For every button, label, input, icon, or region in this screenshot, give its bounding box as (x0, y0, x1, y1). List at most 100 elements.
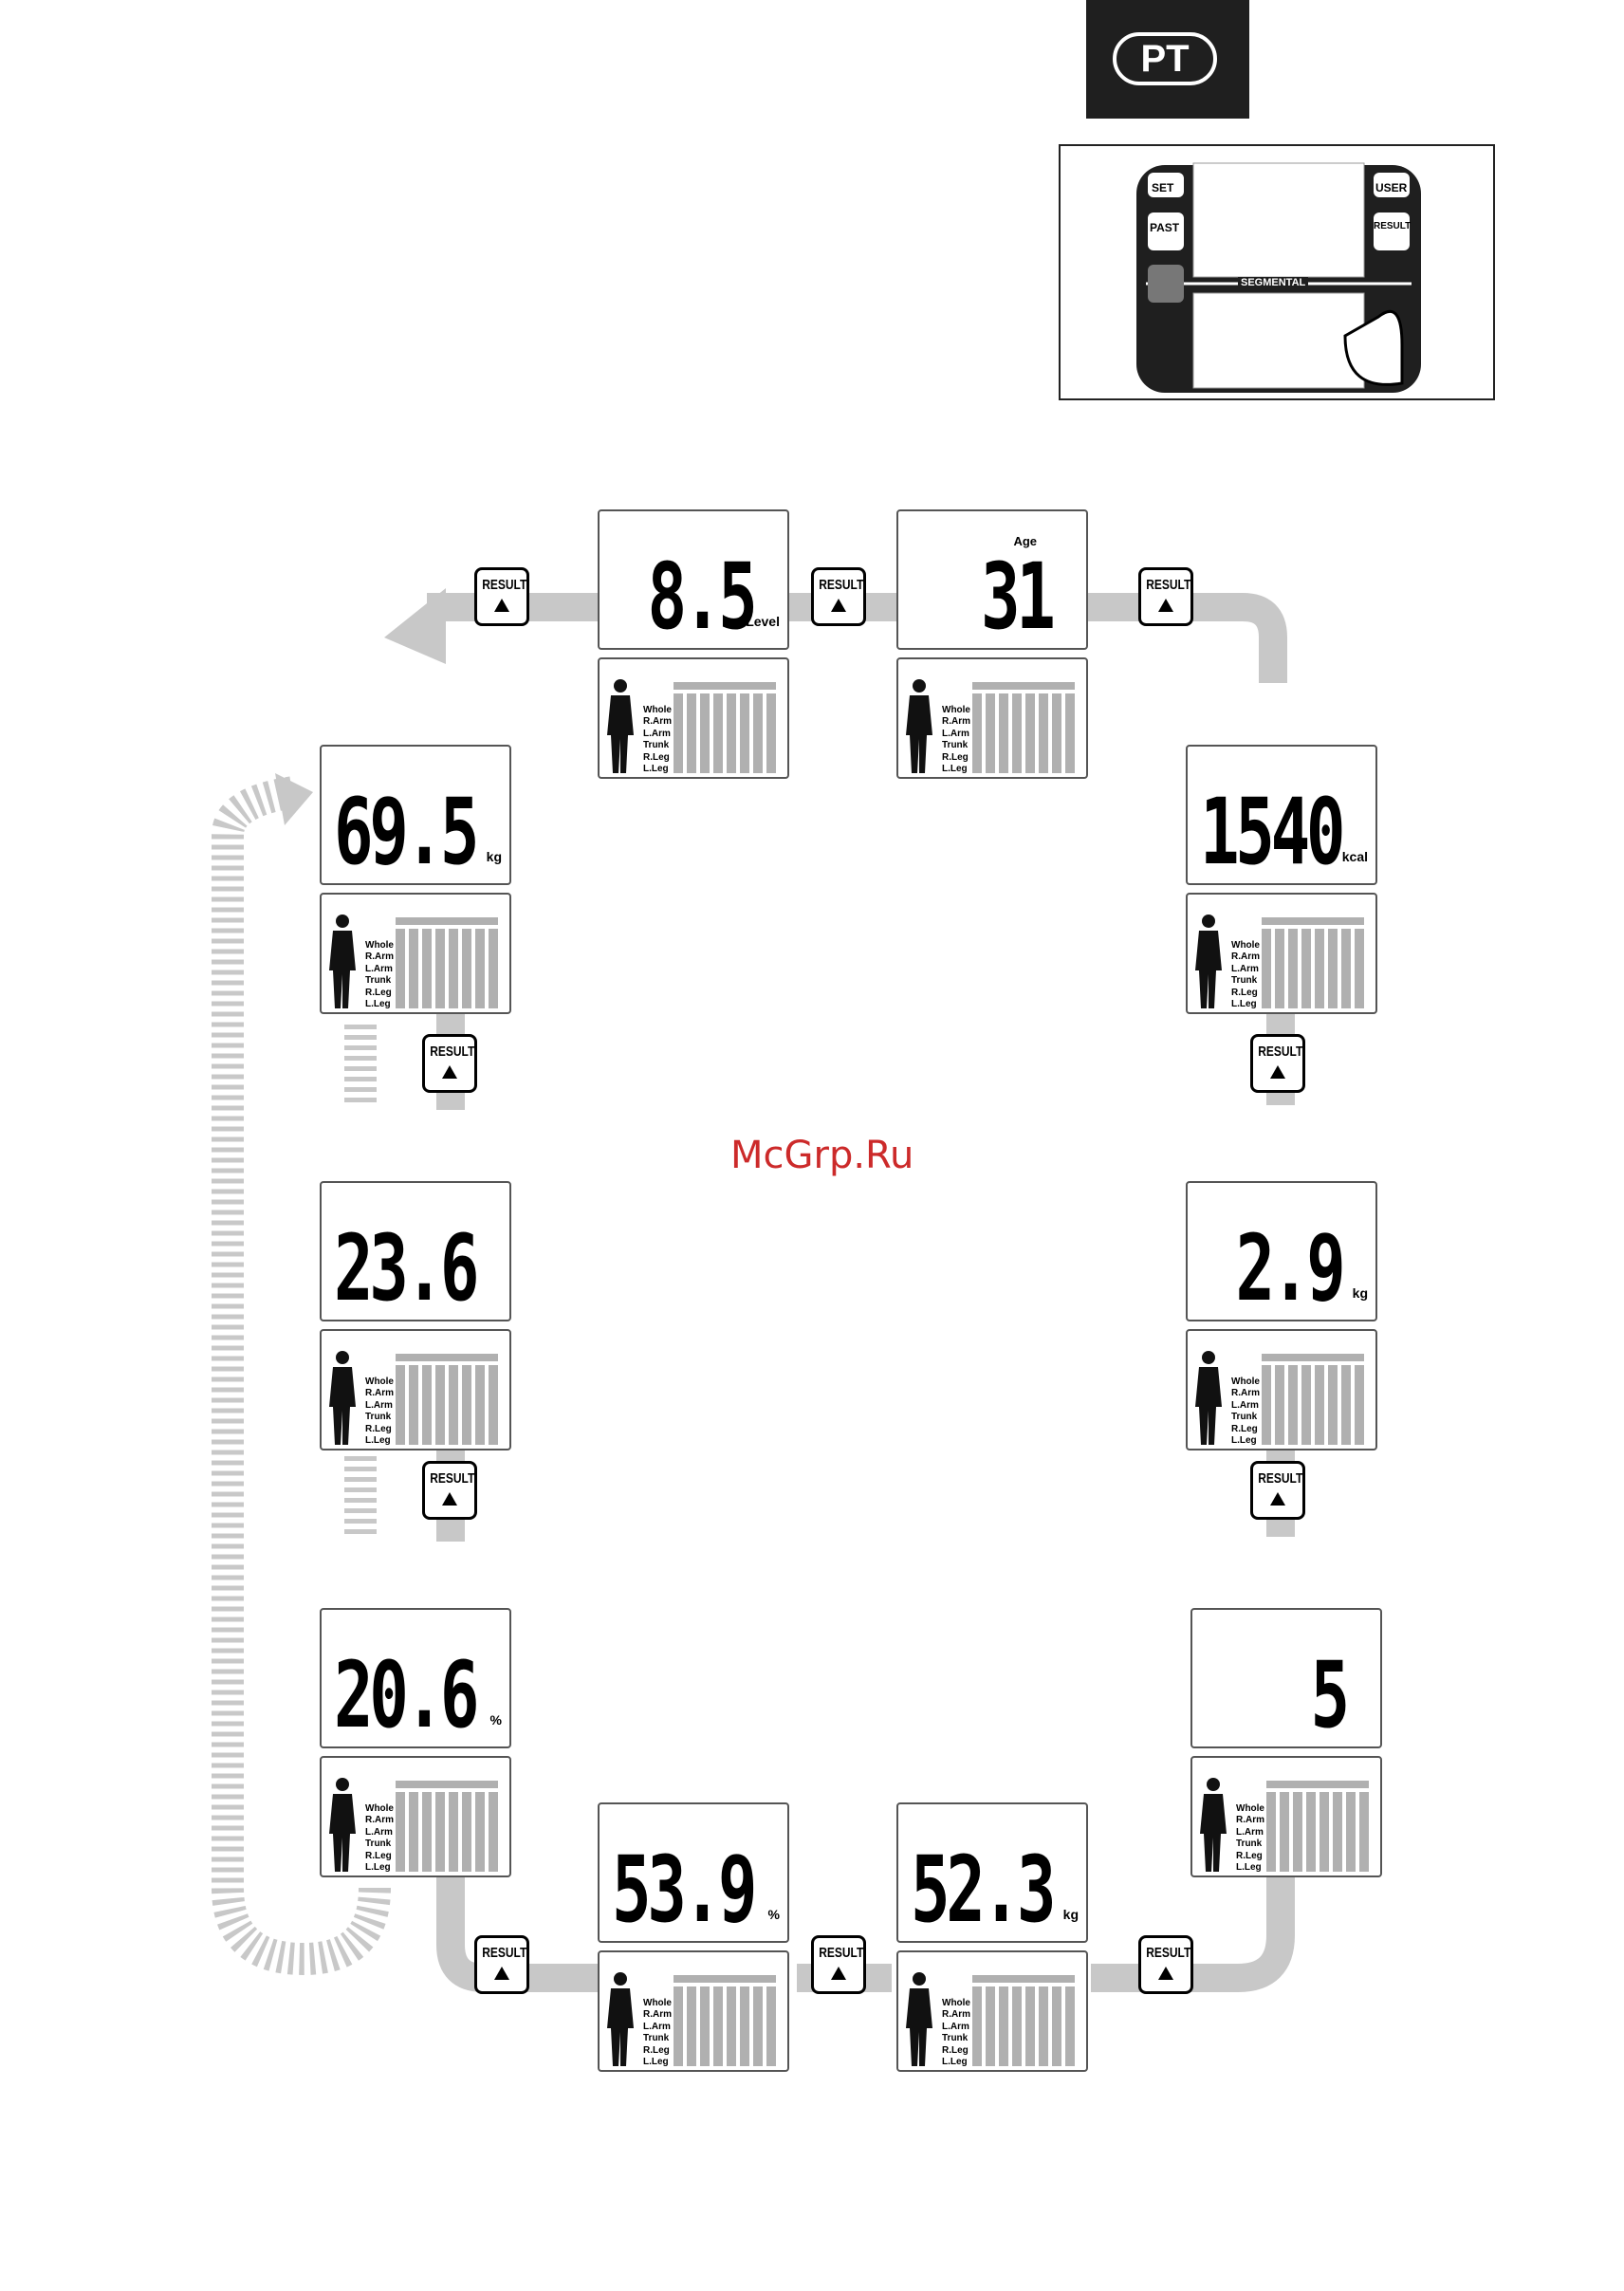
body-figure-icon (607, 1972, 776, 2066)
segment-label: R.Arm (942, 2009, 971, 2021)
segment-label: R.Leg (1231, 987, 1258, 998)
body-figure-icon (329, 1778, 498, 1872)
segment-label: L.Leg (365, 1435, 391, 1447)
triangle-up-icon (494, 1967, 509, 1980)
segment-label: R.Leg (365, 1850, 392, 1861)
body-figure-icon (329, 915, 498, 1008)
screen-bone: 2.9 kg (1186, 1181, 1377, 1321)
screen-note: Age (1013, 534, 1037, 548)
segment-label: Whole (942, 705, 970, 715)
result-button: RESULT (422, 1461, 477, 1520)
screen-unit: % (767, 1907, 780, 1922)
segment-label: L.Leg (1231, 1435, 1257, 1447)
result-button-label: RESULT (482, 1945, 527, 1961)
result-button-label: RESULT (819, 577, 864, 593)
screen-unit: kg (1352, 1285, 1368, 1301)
segment-label: Whole (1231, 1376, 1260, 1387)
segment-label: R.Leg (365, 1423, 392, 1434)
result-button-label: RESULT (1146, 1945, 1191, 1961)
watermark: McGrp.Ru (730, 1134, 914, 1177)
segment-label: Whole (1236, 1803, 1264, 1814)
result-button: RESULT (1250, 1461, 1305, 1520)
body-figure-icon (1200, 1778, 1369, 1872)
triangle-up-icon (1158, 599, 1173, 612)
segment-label: R.Arm (942, 716, 971, 728)
segment-label: L.Arm (365, 1826, 393, 1838)
triangle-up-icon (831, 1967, 846, 1980)
segment-label: L.Leg (1231, 999, 1257, 1010)
segment-label: Trunk (1231, 1412, 1258, 1423)
set-button-label: SET (1152, 181, 1174, 194)
screen-muscle: 52.3 kg (896, 1802, 1088, 1943)
result-button: RESULT (474, 1935, 529, 1994)
segment-label: L.Arm (1236, 1826, 1264, 1838)
result-button: RESULT (1138, 567, 1193, 626)
body-figure-icon (329, 1351, 498, 1445)
segment-label: R.Leg (1236, 1850, 1263, 1861)
device-inset: SET PAST USER RESULT SEGMENTAL (1059, 144, 1495, 400)
segment-label: L.Leg (365, 999, 391, 1010)
screen-value: 2.9 (1235, 1215, 1345, 1321)
result-button: RESULT (474, 567, 529, 626)
screen-unit: kg (1062, 1907, 1079, 1922)
segment-label: Trunk (643, 2033, 670, 2044)
screen-value: 69.5 (333, 779, 479, 885)
screen-unit: kcal (1341, 849, 1368, 864)
triangle-up-icon (1270, 1492, 1285, 1506)
screen-fat: 20.6% (320, 1608, 511, 1748)
triangle-up-icon (1158, 1967, 1173, 1980)
segment-label: R.Leg (1231, 1423, 1258, 1434)
segment-label: Trunk (365, 975, 392, 987)
segment-label: L.Leg (365, 1862, 391, 1874)
body-figure-icon (607, 679, 776, 773)
segment-label: R.Arm (365, 1388, 395, 1399)
screen-bmi: 23.6 (320, 1181, 511, 1321)
body-figure-icon (1195, 1351, 1364, 1445)
segment-label: R.Leg (942, 751, 969, 763)
segment-label: Trunk (1236, 1838, 1263, 1850)
device-panel-illustration (1136, 162, 1421, 393)
segmental-label: SEGMENTAL (1238, 277, 1309, 288)
screen-physique: 5 (1190, 1608, 1382, 1748)
segment-label: Whole (365, 1376, 394, 1387)
result-button-label: RESULT (1146, 577, 1191, 593)
result-button: RESULT (811, 567, 866, 626)
language-badge: PT (1086, 0, 1249, 119)
screen-value: 5 (1310, 1642, 1351, 1748)
body-figure-icon (1195, 915, 1364, 1008)
body-figure-icon (906, 679, 1075, 773)
segment-label: Trunk (643, 740, 670, 751)
screen-value: 31 (981, 544, 1056, 650)
language-code: PT (1113, 32, 1217, 85)
screen-unit: % (489, 1712, 502, 1727)
segment-label: L.Arm (643, 728, 671, 739)
segment-label: Whole (942, 1998, 970, 2008)
screen-value: 23.6 (333, 1215, 479, 1321)
segment-label: Whole (643, 705, 672, 715)
result-button-label: RESULT (1258, 1044, 1303, 1060)
segment-label: R.Leg (643, 2044, 670, 2056)
segment-label: R.Arm (1231, 952, 1261, 963)
screen-value: 52.3 (910, 1837, 1056, 1943)
segment-label: Trunk (942, 740, 969, 751)
segment-label: Whole (365, 940, 394, 951)
segment-label: L.Arm (365, 963, 393, 974)
segment-label: L.Leg (1236, 1862, 1262, 1874)
